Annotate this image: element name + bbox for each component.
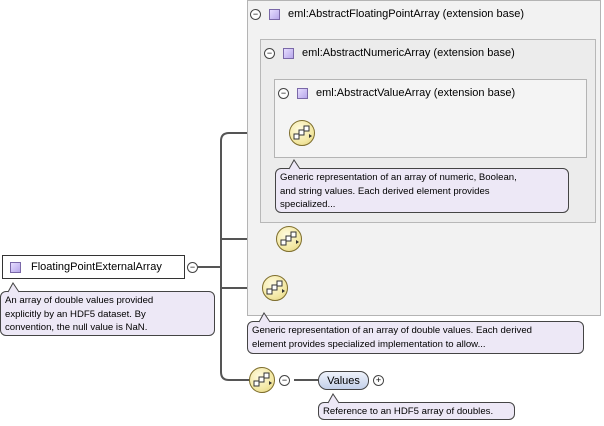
collapse-root-toggle[interactable]: − [187, 262, 198, 273]
collapse-numeric-toggle[interactable]: − [264, 47, 275, 59]
note-line: convention, the null value is NaN. [5, 322, 148, 333]
base-numeric-header: − eml:AbstractNumericArray (extension ba… [264, 47, 515, 59]
values-doc-note: Reference to an HDF5 array of doubles. [318, 402, 515, 420]
root-element-box[interactable]: FloatingPointExternalArray [2, 255, 185, 279]
base-value-box [274, 79, 587, 158]
note-line: Generic representation of an array of nu… [280, 172, 517, 183]
value-array-doc-note: Generic representation of an array of nu… [275, 168, 569, 213]
note-line: Generic representation of an array of do… [252, 325, 532, 336]
sequence-compositor-icon[interactable] [249, 367, 275, 393]
element-icon [297, 87, 308, 99]
sequence-compositor-icon[interactable] [289, 120, 315, 146]
element-icon [283, 47, 294, 59]
note-line: explicitly by an HDF5 dataset. By [5, 308, 146, 320]
floating-array-doc-note: Generic representation of an array of do… [247, 321, 584, 354]
element-icon [10, 261, 21, 273]
values-element-label: Values [327, 374, 360, 387]
collapse-sequence-toggle[interactable]: − [279, 375, 290, 386]
collapse-floating-toggle[interactable]: − [250, 8, 261, 20]
base-numeric-label: eml:AbstractNumericArray (extension base… [302, 47, 515, 59]
note-line: Reference to an HDF5 array of doubles. [323, 406, 494, 417]
note-line: specialized... [280, 199, 336, 210]
values-element[interactable]: Values [318, 371, 369, 390]
element-icon [269, 8, 280, 20]
root-element-label: FloatingPointExternalArray [31, 261, 162, 273]
collapse-value-toggle[interactable]: − [278, 87, 289, 99]
base-value-label: eml:AbstractValueArray (extension base) [316, 87, 516, 99]
sequence-compositor-icon[interactable] [276, 226, 302, 252]
sequence-compositor-icon[interactable] [262, 275, 288, 301]
root-doc-note: An array of double values provided expli… [0, 291, 215, 336]
expand-values-toggle[interactable]: + [373, 375, 384, 386]
note-line: An array of double values provided [5, 295, 154, 306]
note-line: and string values. Each derived element … [280, 185, 490, 197]
note-line: element provides specialized implementat… [252, 338, 486, 350]
base-value-header: − eml:AbstractValueArray (extension base… [278, 87, 515, 99]
base-floating-header: − eml:AbstractFloatingPointArray (extens… [250, 8, 524, 20]
base-floating-label: eml:AbstractFloatingPointArray (extensio… [288, 8, 524, 20]
